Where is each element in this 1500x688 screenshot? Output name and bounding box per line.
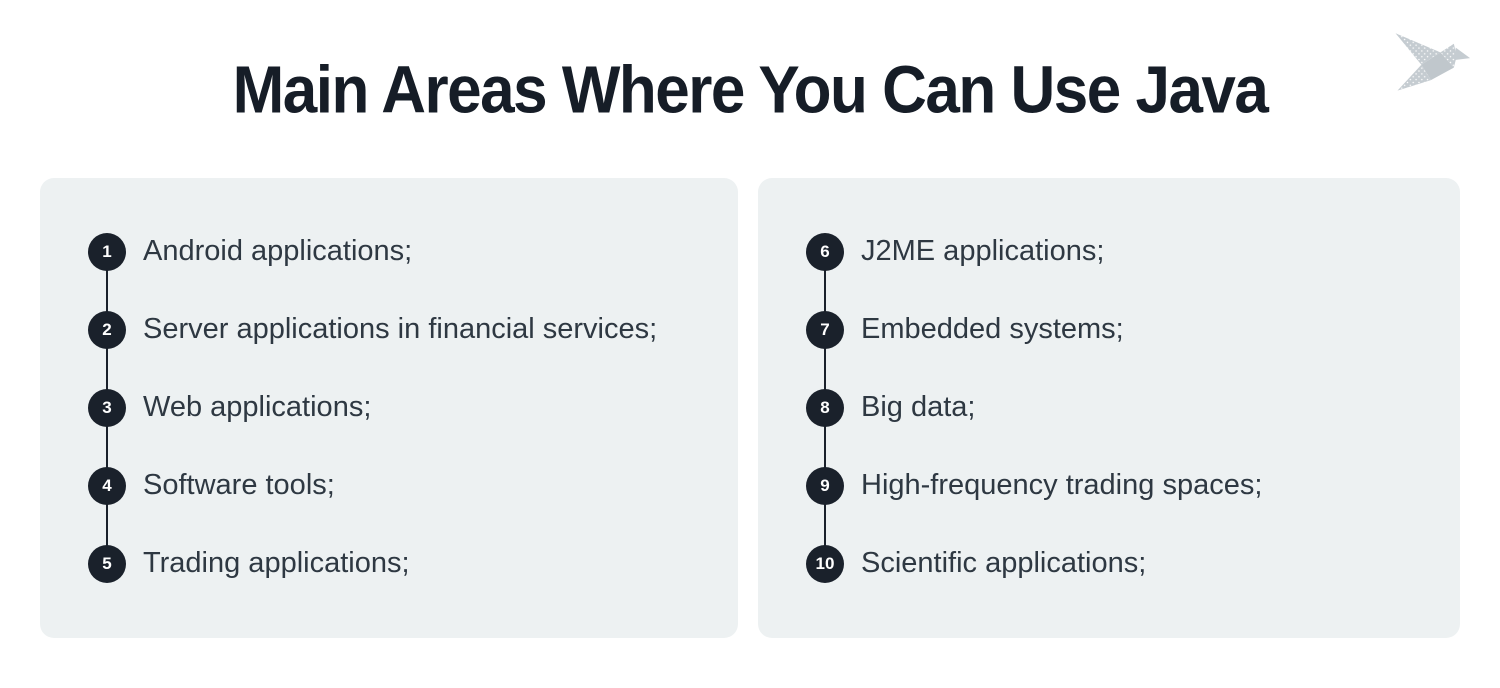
panel-java-areas-6-10: 6 J2ME applications; 7 Embedded systems;… bbox=[758, 178, 1460, 638]
list-item-label: J2ME applications; bbox=[861, 235, 1105, 268]
list-item-label: Trading applications; bbox=[143, 547, 410, 580]
step-number-badge: 3 bbox=[88, 389, 126, 427]
list-item-label: Web applications; bbox=[143, 391, 372, 424]
step-number-badge: 8 bbox=[806, 389, 844, 427]
list-item: 5 Trading applications; bbox=[88, 525, 738, 603]
list-item-label: Embedded systems; bbox=[861, 313, 1124, 346]
origami-bird-icon bbox=[1395, 33, 1471, 91]
list-item: 8 Big data; bbox=[806, 369, 1460, 447]
list-item: 3 Web applications; bbox=[88, 369, 738, 447]
list-item: 2 Server applications in financial servi… bbox=[88, 291, 738, 369]
list-item-label: Scientific applications; bbox=[861, 547, 1147, 580]
list-item: 4 Software tools; bbox=[88, 447, 738, 525]
list-item-label: High-frequency trading spaces; bbox=[861, 469, 1263, 502]
step-number-badge: 4 bbox=[88, 467, 126, 505]
list-item-label: Server applications in financial service… bbox=[143, 313, 658, 346]
list-item: 1 Android applications; bbox=[88, 213, 738, 291]
panel-java-areas-1-5: 1 Android applications; 2 Server applica… bbox=[40, 178, 738, 638]
list-item-label: Android applications; bbox=[143, 235, 413, 268]
list-item-label: Software tools; bbox=[143, 469, 335, 502]
step-number-badge: 1 bbox=[88, 233, 126, 271]
page-title: Main Areas Where You Can Use Java bbox=[232, 53, 1269, 128]
list-item: 7 Embedded systems; bbox=[806, 291, 1460, 369]
step-number-badge: 7 bbox=[806, 311, 844, 349]
step-number-badge: 10 bbox=[806, 545, 844, 583]
step-number-badge: 5 bbox=[88, 545, 126, 583]
step-number-badge: 2 bbox=[88, 311, 126, 349]
list-item: 9 High-frequency trading spaces; bbox=[806, 447, 1460, 525]
list-item-label: Big data; bbox=[861, 391, 976, 424]
step-number-badge: 6 bbox=[806, 233, 844, 271]
list-item: 10 Scientific applications; bbox=[806, 525, 1460, 603]
list-item: 6 J2ME applications; bbox=[806, 213, 1460, 291]
step-number-badge: 9 bbox=[806, 467, 844, 505]
